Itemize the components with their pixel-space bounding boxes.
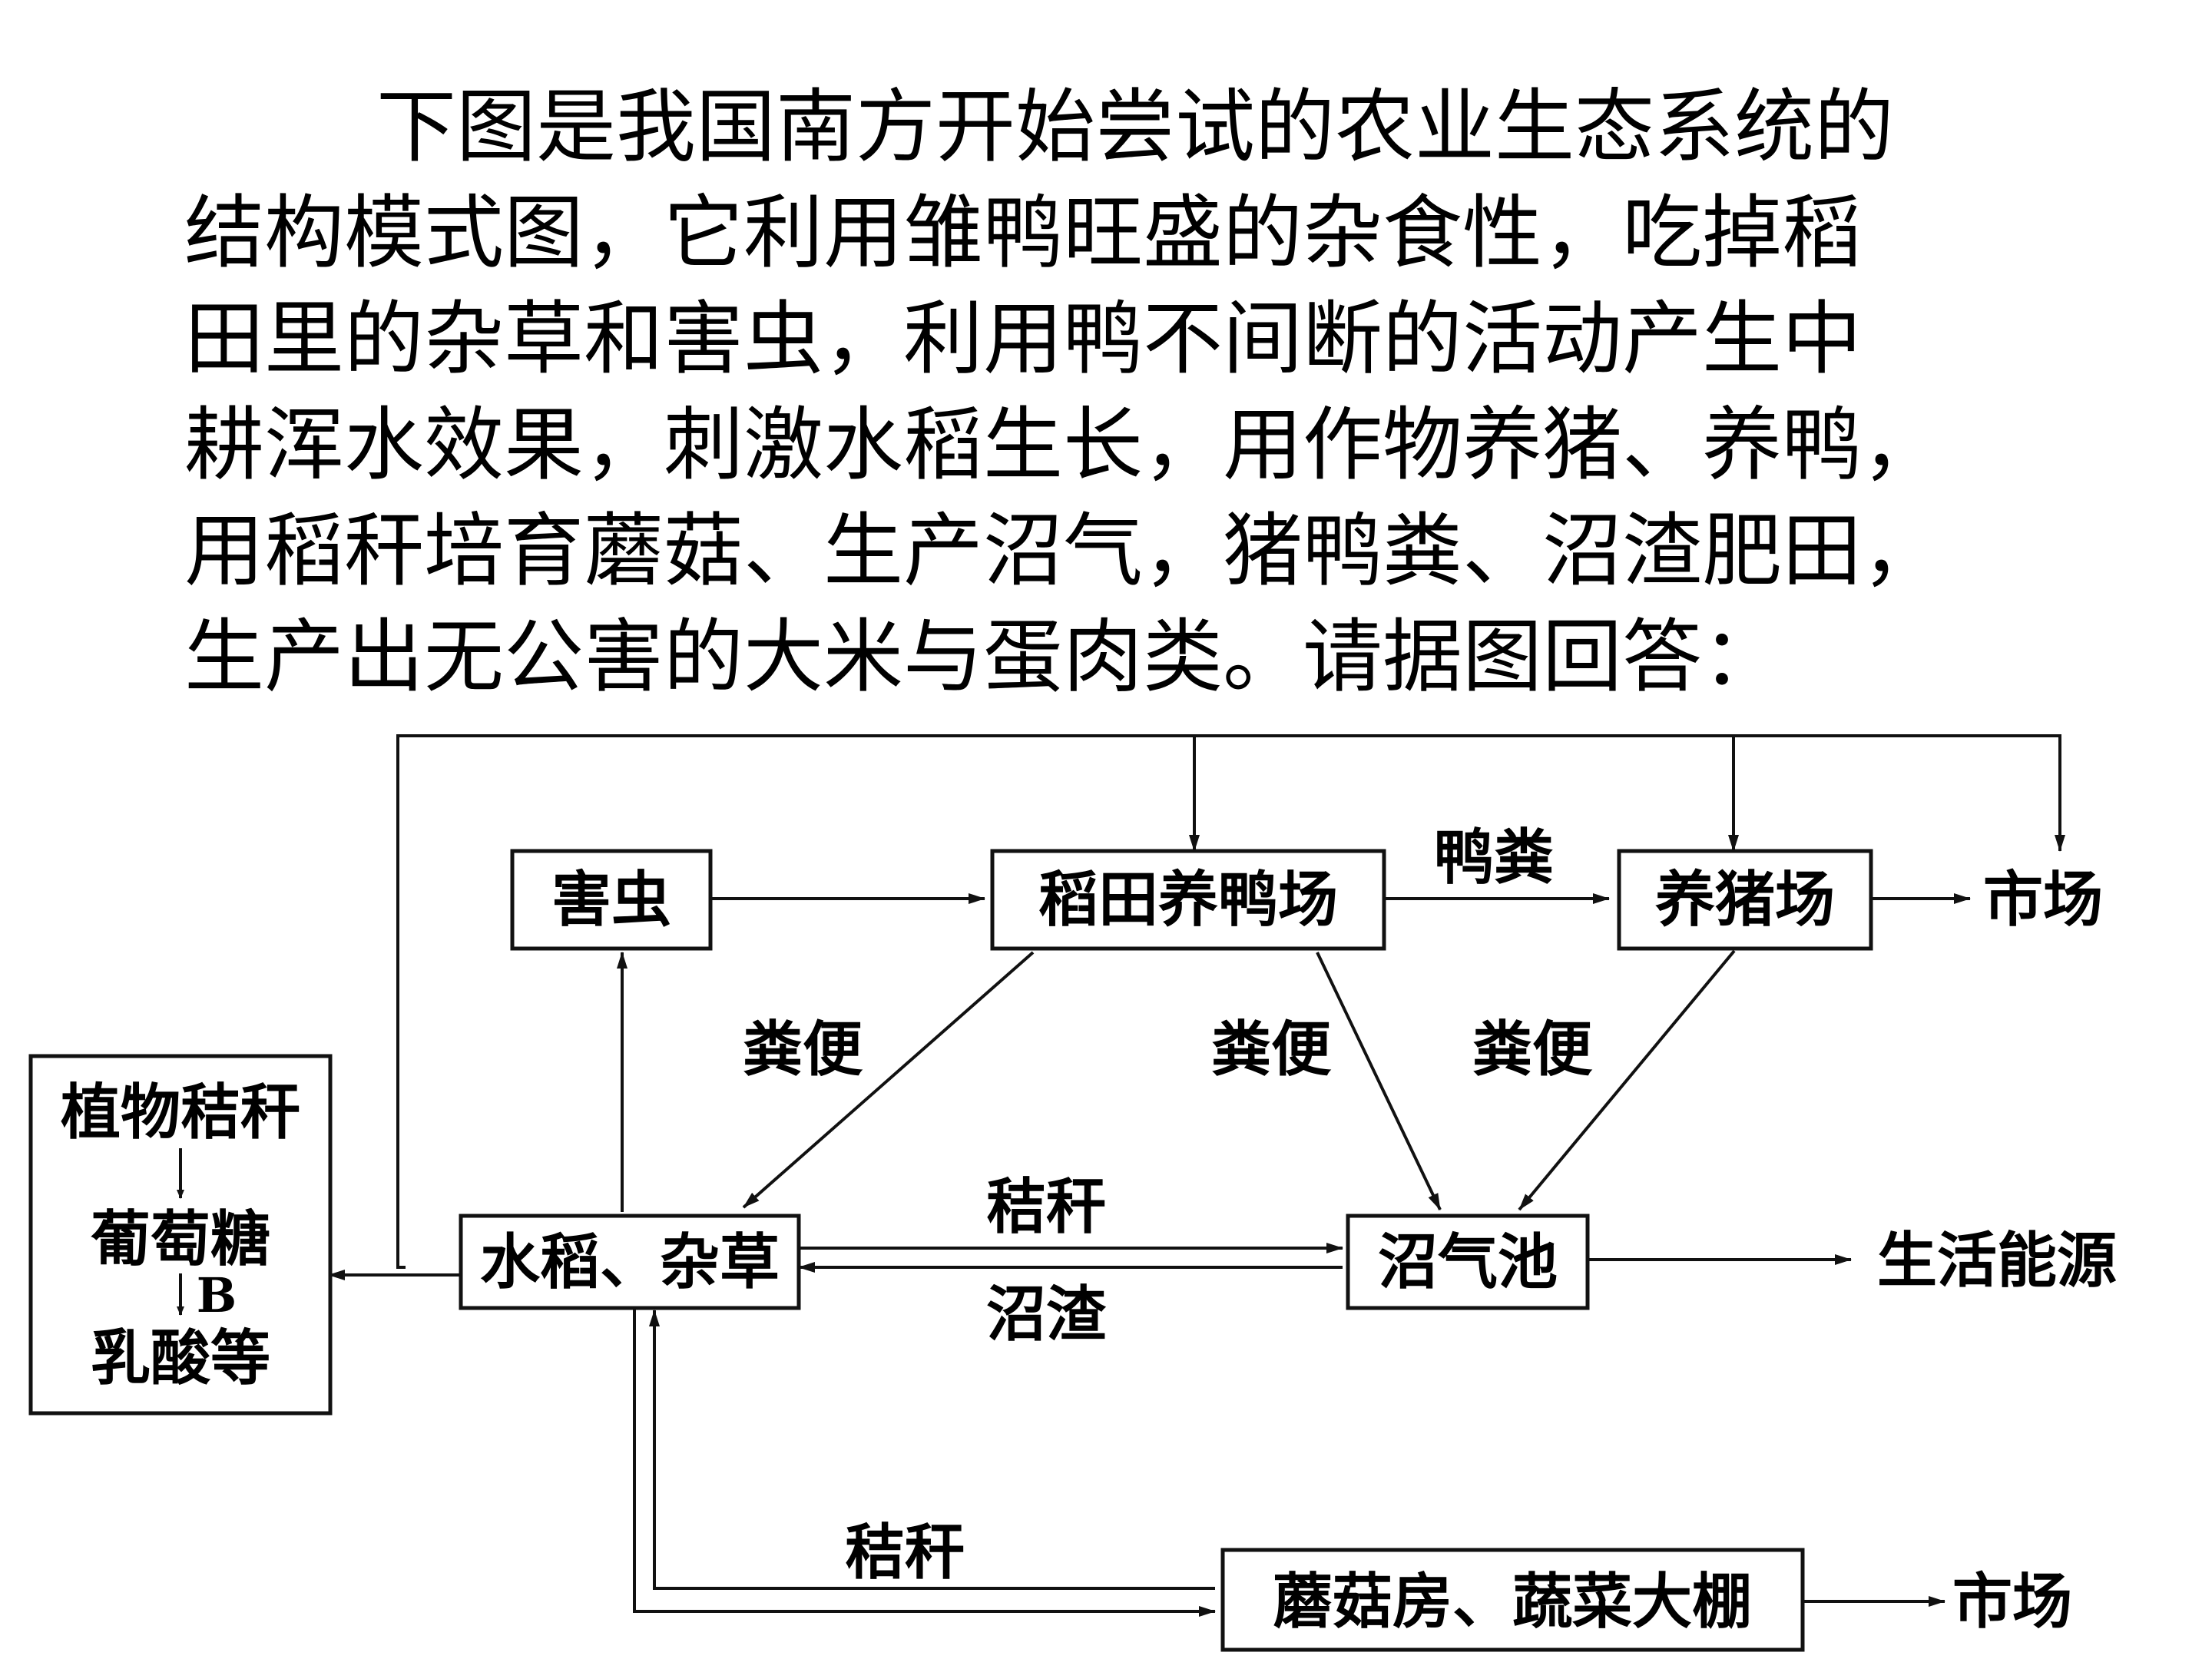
label-market-2: 市场 [1952,1567,2072,1637]
box-mushroom-label: 蘑菇房、蔬菜大棚 [1273,1567,1752,1637]
intro-line: 生产出无公害的大米与蛋肉类。请据图回答： [184,610,1783,704]
process-line1: 植物秸秆 [61,1078,300,1147]
intro-paragraph: 下图是我国南方开始尝试的农业生态系统的 结构模式图，它利用雏鸭旺盛的杂食性，吃掉… [184,74,2074,710]
intro-line: 耕浑水效果，刺激水稻生长，用作物养猪、养鸭， [184,398,1942,492]
box-duck-farm: 稻田养鸭场 [990,849,1386,951]
label-straw-2: 秸秆 [845,1518,965,1588]
top-feedback-lines [396,734,2065,1269]
label-feces-3: 粪便 [1472,1015,1593,1084]
box-pest: 害虫 [510,849,713,951]
box-biogas-label: 沼气池 [1378,1227,1558,1297]
intro-line: 下图是我国南方开始尝试的农业生态系统的 [376,80,1895,174]
box-duck-farm-label: 稻田养鸭场 [1038,865,1338,935]
box-rice-weeds-label: 水稻、杂草 [480,1227,780,1297]
label-feces-1: 粪便 [743,1015,863,1084]
flow-arrows [328,893,1971,1617]
intro-line: 田里的杂草和害虫，利用鸭不间断的活动产生中 [184,292,1863,386]
intro-line: 用稻秆培育蘑菇、生产沼气，猪鸭粪、沼渣肥田， [184,504,1942,598]
intro-line: 结构模式图，它利用雏鸭旺盛的杂食性，吃掉稻 [184,186,1863,280]
label-duck-manure: 鸭粪 [1434,823,1554,892]
box-process: 植物秸秆 葡萄糖 B 乳酸等 [28,1054,333,1416]
box-pig-farm-label: 养猪场 [1655,865,1835,935]
box-mushroom: 蘑菇房、蔬菜大棚 [1220,1548,1805,1652]
box-pest-label: 害虫 [551,865,671,935]
edge-labels: 鸭粪 市场 粪便 粪便 粪便 秸秆 沼渣 生活能源 秸秆 市场 [743,823,2117,1637]
label-living-energy: 生活能源 [1877,1226,2117,1296]
label-market-1: 市场 [1983,865,2103,935]
label-feces-2: 粪便 [1211,1015,1332,1084]
box-rice-weeds: 水稻、杂草 [459,1214,801,1310]
process-line3: 乳酸等 [91,1323,270,1393]
label-straw-1: 秸秆 [986,1172,1106,1242]
label-biogas-residue: 沼渣 [986,1280,1107,1349]
process-line2: 葡萄糖 [91,1204,270,1274]
box-pig-farm: 养猪场 [1617,849,1873,951]
box-biogas: 沼气池 [1346,1214,1590,1310]
process-step-b: B [197,1267,237,1323]
